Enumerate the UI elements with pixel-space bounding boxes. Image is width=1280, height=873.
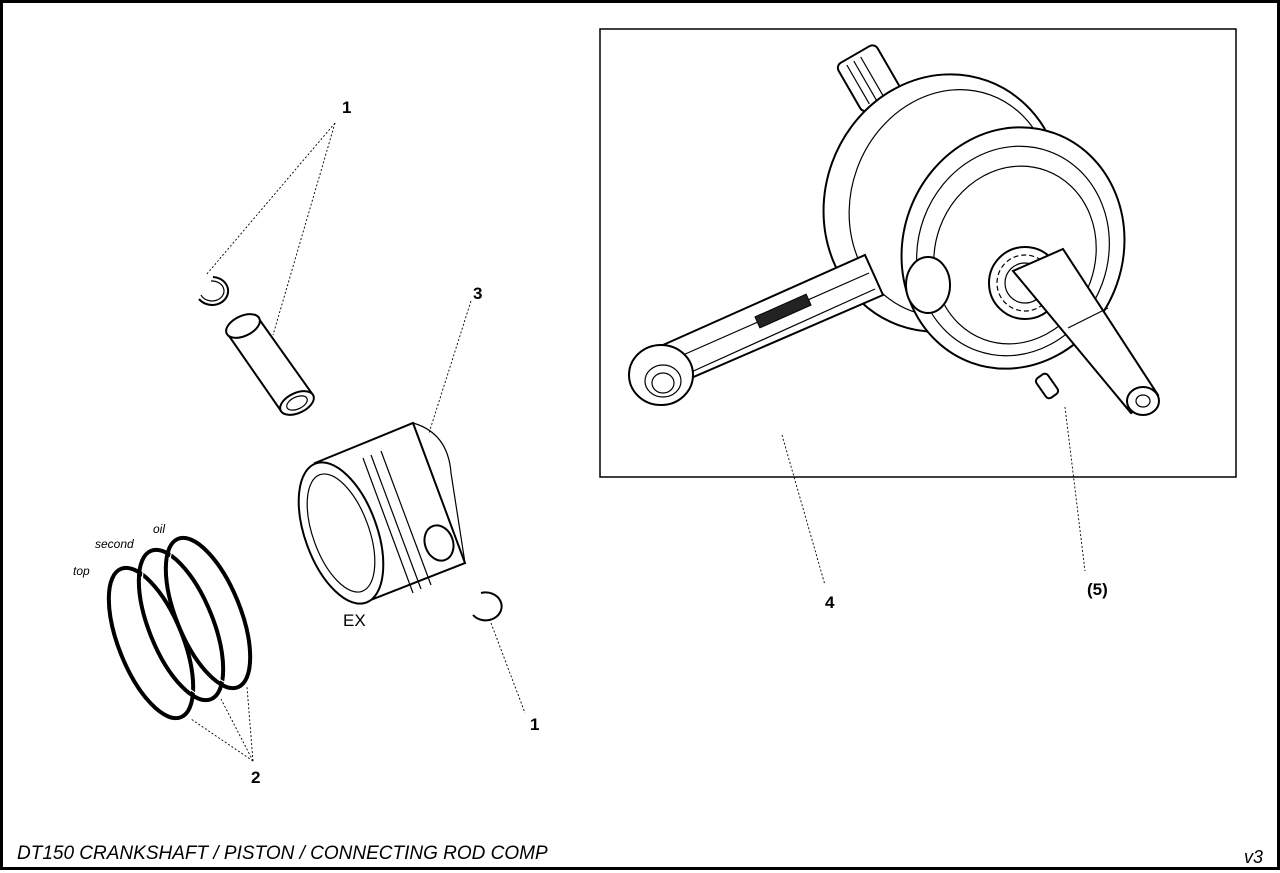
- ring-label-top: top: [73, 564, 90, 578]
- crankshaft-inset-frame: [599, 28, 1237, 478]
- circlip-bottom: [472, 591, 503, 622]
- callout-circlip-top: 1: [342, 98, 351, 117]
- callout-piston: 3: [473, 284, 482, 303]
- piston: [297, 421, 467, 605]
- piston-pin: [225, 313, 315, 416]
- piston-rings: [106, 535, 253, 721]
- callout-rings: 2: [251, 768, 260, 787]
- callout-circlip-bottom: 1: [530, 715, 539, 734]
- callout-crankshaft: 4: [825, 593, 835, 612]
- exploded-view: 1 3 4 (5) 1 2 top second oil EX: [73, 28, 1237, 787]
- leader-lines: [190, 122, 1086, 762]
- crankshaft-assembly: [628, 44, 1160, 416]
- ring-label-second: second: [95, 537, 134, 551]
- callout-key: (5): [1087, 580, 1108, 599]
- ring-label-oil: oil: [153, 522, 165, 536]
- diagram-title: DT150 CRANKSHAFT / PISTON / CONNECTING R…: [17, 843, 548, 864]
- version-label: v3: [1243, 847, 1263, 867]
- exhaust-mark: EX: [343, 611, 366, 630]
